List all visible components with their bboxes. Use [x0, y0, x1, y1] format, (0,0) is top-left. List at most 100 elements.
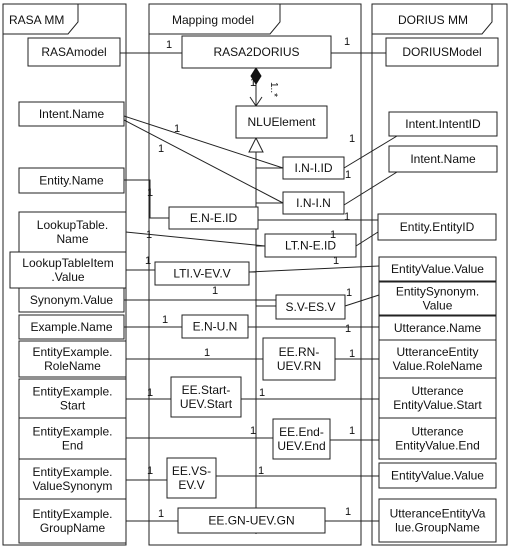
rasa-class-entityexample-end-label: End	[62, 439, 83, 453]
rasa-class-intent-name-box	[18, 101, 125, 127]
rasa-class-rasamodel: RASAmodel	[27, 37, 121, 67]
mapping-class-lti-v-ev-v-box	[154, 261, 250, 286]
multiplicity-one: 1	[259, 387, 265, 399]
mapping-class-i-n-i-n-label: I.N-I.N	[296, 196, 331, 210]
mapping-class-e-n-e-id-box	[168, 206, 259, 230]
multiplicity-one: 1	[158, 508, 164, 520]
mapping-class-i-n-i-n-box	[282, 191, 345, 215]
connector-lti-right	[248, 265, 380, 273]
mapping-class-ee-rn-uev-rn-box	[262, 337, 336, 381]
mapping-class-i-n-i-n: I.N-I.N	[282, 191, 345, 215]
rasa-class-lookuptable-name-label: Name	[56, 232, 88, 246]
connectors	[120, 52, 398, 534]
multiplicity-one: 1	[212, 285, 218, 297]
rasa-class-entityexample-start: EntityExample.Start	[18, 378, 127, 419]
dorius-class-doriusmodel-label: DORIUSModel	[402, 45, 481, 59]
mapping-class-lt-n-e-id-box	[264, 233, 357, 258]
multiplicity-one: 1	[250, 425, 256, 437]
mapping-class-ee-gn-uev-gn-label: EE.GN-UEV.GN	[208, 514, 294, 528]
connector-ini-n-to-intent-name	[343, 171, 398, 206]
rasa-class-entityexample-groupname-label: EntityExample.	[32, 507, 112, 521]
rasa-class-lookuptableitem-value-box	[9, 251, 127, 289]
connector-intent-name-to-ini-id	[123, 115, 284, 169]
multiplicity-one-to-many: 1..*	[268, 82, 279, 97]
rasa-panel-tab	[2, 3, 79, 35]
rasa-panel-title: RASA MM	[9, 13, 64, 27]
rasa-class-entityexample-valuesynonym-label: EntityExample.	[32, 465, 112, 479]
dorius-class-utteranceentityvalue-end-label: EntityValue.End	[395, 439, 480, 453]
rasa-class-entityexample-rolename: EntityExample.RoleName	[18, 340, 127, 378]
mapping-class-i-n-i-id-box	[282, 156, 345, 180]
multiplicity-one: 1	[174, 123, 180, 135]
dorius-class-entityvalue-value-box	[378, 462, 497, 489]
multiplicity-one: 1	[147, 465, 153, 477]
mapping-class-i-n-i-id-label: I.N-I.ID	[295, 161, 333, 175]
rasa-class-lookuptable-name: LookupTable.Name	[18, 211, 127, 253]
rasa-class-synonym-value-box	[18, 287, 125, 313]
dorius-class-intent-name: Intent.Name	[388, 145, 498, 173]
mapping-class-ee-end-uev-end: EE.End-UEV.End	[272, 418, 331, 460]
dorius-class-utteranceentityvalue-groupname-label: UtteranceEntityVa	[390, 507, 486, 521]
rasa-class-example-name-label: Example.Name	[30, 320, 112, 334]
rasa-class-entityexample-rolename-label: RoleName	[44, 359, 101, 373]
dorius-class-entity-entityid-label: Entity.EntityID	[400, 220, 475, 234]
rasa-class-entityexample-end: EntityExample.End	[18, 417, 127, 460]
mapping-class-rasa2dorius: RASA2DORIUS	[181, 35, 332, 69]
dorius-class-utteranceentityvalue-groupname-box	[378, 498, 497, 543]
connector-lookup-name-to-lt	[125, 231, 266, 247]
mapping-class-s-v-es-v: S.V-ES.V	[275, 294, 346, 320]
mapping-class-e-n-e-id: E.N-E.ID	[168, 206, 259, 230]
dorius-class-entitysynonym-value-label: Value	[423, 299, 453, 313]
mapping-class-e-n-u-n-box	[181, 314, 249, 339]
mapping-class-nluelement: NLUElement	[235, 105, 328, 139]
dorius-class-utteranceentityvalue-groupname-label: lue.GroupName	[395, 521, 480, 535]
dorius-class-utteranceentityvalue-start-label: EntityValue.Start	[393, 398, 482, 412]
mapping-class-ee-start-uev-start: EE.Start-UEV.Start	[170, 376, 242, 418]
rasa-class-entityexample-rolename-label: EntityExample.	[32, 345, 112, 359]
mapping-class-ee-start-uev-start-label: UEV.Start	[180, 397, 233, 411]
mapping-class-e-n-u-n-label: E.N-U.N	[193, 320, 238, 334]
mapping-class-ee-rn-uev-rn: EE.RN-UEV.RN	[262, 337, 336, 381]
rasa-class-lookuptableitem-value-label: .Value	[51, 270, 84, 284]
mapping-class-ee-end-uev-end-label: EE.End-	[279, 425, 324, 439]
mapping-class-lt-n-e-id-label: LT.N-E.ID	[285, 239, 336, 253]
rasa-class-entityexample-start-box	[18, 378, 127, 419]
rasa-class-intent-name-label: Intent.Name	[39, 107, 105, 121]
mapping-class-ee-rn-uev-rn-label: EE.RN-	[279, 345, 320, 359]
dorius-class-intent-intentid-label: Intent.IntentID	[405, 117, 481, 131]
rasa-class-entityexample-rolename-box	[18, 340, 127, 378]
multiplicity-one: 1	[145, 255, 151, 267]
rasa-class-entityexample-valuesynonym-box	[18, 458, 127, 500]
mapping-class-ee-end-uev-end-box	[272, 418, 331, 460]
dorius-class-entityvalue-value: EntityValue.Value	[378, 462, 497, 489]
dorius-class-entityvalue-value-label: EntityValue.Value	[391, 469, 484, 483]
multiplicity-one: 1	[345, 506, 351, 518]
mapping-class-ee-end-uev-end-label: UEV.End	[277, 439, 325, 453]
rasa-class-entityexample-end-label: EntityExample.	[32, 425, 112, 439]
multiplicity-one: 1	[158, 143, 164, 155]
rasa-class-entityexample-groupname-label: GroupName	[40, 521, 106, 535]
dorius-class-entitysynonym-value-label: EntitySynonym.	[396, 285, 479, 299]
connector-entity-name-to-en-eid	[124, 179, 169, 219]
rasa-class-synonym-value: Synonym.Value	[18, 287, 125, 313]
mapping-class-s-v-es-v-label: S.V-ES.V	[285, 300, 335, 314]
rasa-class-example-name-box	[18, 314, 125, 340]
rasa-class-entityexample-start-label: Start	[60, 399, 86, 413]
mapping-class-e-n-u-n: E.N-U.N	[181, 314, 249, 339]
connector-sv-to-es	[344, 294, 380, 307]
mapping-class-ee-rn-uev-rn-label: UEV.RN	[277, 359, 321, 373]
dorius-class-utterance-name-box	[378, 315, 497, 341]
dorius-class-entityvalue-value-box	[378, 256, 497, 282]
mapping-class-nluelement-label: NLUElement	[247, 115, 316, 129]
dorius-class-utteranceentityvalue-start-box	[378, 377, 497, 419]
mapping-class-ee-vs-ev-v-box	[166, 457, 217, 499]
multiplicity-one: 1	[349, 348, 355, 360]
connector-lt-to-entity-id	[355, 231, 379, 247]
multiplicity-one: 1	[344, 211, 350, 223]
dorius-class-utterance-name-label: Utterance.Name	[394, 321, 482, 335]
dorius-panel-tab	[371, 3, 493, 35]
mapping-class-rasa2dorius-box	[181, 35, 332, 69]
rasa-class-example-name: Example.Name	[18, 314, 125, 340]
